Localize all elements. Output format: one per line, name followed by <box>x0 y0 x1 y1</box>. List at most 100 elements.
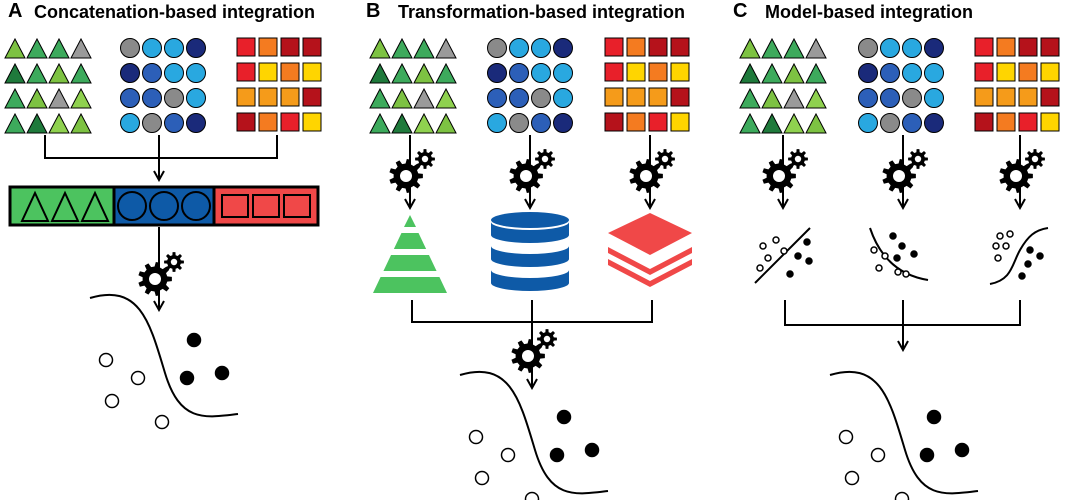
empty-point <box>500 447 516 463</box>
filled-point <box>214 365 230 381</box>
concat-segment-blue <box>114 187 214 225</box>
circle-icon <box>858 88 878 108</box>
triangle-icon <box>435 62 457 84</box>
empty-point <box>902 270 910 278</box>
gear-hole <box>1010 170 1022 182</box>
triangle-icon <box>761 112 783 134</box>
triangle-icon <box>805 112 827 134</box>
triangle-icon <box>391 37 413 59</box>
filled-point <box>549 447 565 463</box>
database-band <box>491 246 569 267</box>
triangle-icon <box>739 37 761 59</box>
concat-circle <box>181 191 211 221</box>
gear-icon <box>509 149 555 193</box>
pyramid-icon <box>373 215 447 293</box>
panel-title-a: Concatenation-based integration <box>34 2 316 22</box>
layer-chevron <box>608 259 692 287</box>
triangle-icon <box>413 87 435 109</box>
circle-icon <box>509 113 529 133</box>
triangle-icon <box>391 62 413 84</box>
gear-hole <box>543 335 551 343</box>
square-icon <box>1018 37 1038 57</box>
circle-icon-grid <box>487 38 573 133</box>
filled-point <box>186 332 202 348</box>
empty-point <box>870 447 886 463</box>
square-icon <box>258 62 278 82</box>
circle-icon <box>120 88 140 108</box>
scatter-boundary-icon <box>989 227 1049 285</box>
empty-point <box>772 236 780 244</box>
empty-point <box>875 264 883 272</box>
empty-point <box>844 470 860 486</box>
square-icon <box>974 37 994 57</box>
decision-boundary-line <box>754 227 811 284</box>
gear-icon <box>511 329 557 373</box>
square-icon <box>648 62 668 82</box>
triangle-icon <box>26 37 48 59</box>
decision-boundary-curve <box>459 370 609 495</box>
circle-icon <box>858 63 878 83</box>
circle-icon <box>164 38 184 58</box>
circle-icon <box>487 63 507 83</box>
empty-point <box>1006 230 1014 238</box>
triangle-icon <box>805 62 827 84</box>
filled-point <box>889 232 897 240</box>
triangle-icon <box>739 112 761 134</box>
square-icon <box>974 87 994 107</box>
triangle-icon <box>70 87 92 109</box>
square-icon <box>996 62 1016 82</box>
circle-icon <box>531 63 551 83</box>
empty-point <box>992 242 1000 250</box>
circle-icon <box>880 63 900 83</box>
triangle-icon <box>391 87 413 109</box>
database-band <box>491 222 569 243</box>
panel-title-c: Model-based integration <box>765 2 974 22</box>
circle-icon <box>553 63 573 83</box>
square-icon <box>302 112 322 132</box>
concat-square <box>283 194 311 218</box>
filled-point <box>1026 246 1034 254</box>
square-icon <box>626 62 646 82</box>
square-icon <box>604 112 624 132</box>
square-icon <box>236 112 256 132</box>
square-icon <box>302 37 322 57</box>
circle-icon <box>902 88 922 108</box>
empty-point <box>894 491 910 500</box>
triangle-icon <box>70 37 92 59</box>
triangle-icon <box>26 62 48 84</box>
filled-point <box>179 370 195 386</box>
square-icon <box>258 112 278 132</box>
circle-icon <box>924 113 944 133</box>
concat-circle <box>117 191 147 221</box>
circle-icon <box>142 88 162 108</box>
filled-point <box>919 447 935 463</box>
empty-point <box>759 242 767 250</box>
concat-segment-red <box>214 187 318 225</box>
filled-point <box>1036 252 1044 260</box>
concat-triangle <box>80 190 110 222</box>
empty-point <box>154 414 170 430</box>
triangle-icon <box>48 112 70 134</box>
triangle-icon <box>4 112 26 134</box>
circle-icon <box>487 113 507 133</box>
empty-point <box>1002 242 1010 250</box>
triangle-icon <box>435 112 457 134</box>
square-icon <box>280 87 300 107</box>
empty-point <box>870 246 878 254</box>
triangle-icon <box>4 37 26 59</box>
circle-icon <box>858 38 878 58</box>
pyramid-layer <box>383 255 437 271</box>
circle-icon <box>186 63 206 83</box>
gear-hole <box>400 170 412 182</box>
gear-hole <box>640 170 652 182</box>
empty-point <box>996 232 1004 240</box>
circle-icon <box>120 38 140 58</box>
gear-icon <box>882 149 928 193</box>
square-icon <box>1040 62 1060 82</box>
square-icon-grid <box>604 37 690 132</box>
square-icon <box>258 37 278 57</box>
triangle-icon <box>4 62 26 84</box>
gear-hole <box>773 170 785 182</box>
empty-point <box>764 254 772 262</box>
